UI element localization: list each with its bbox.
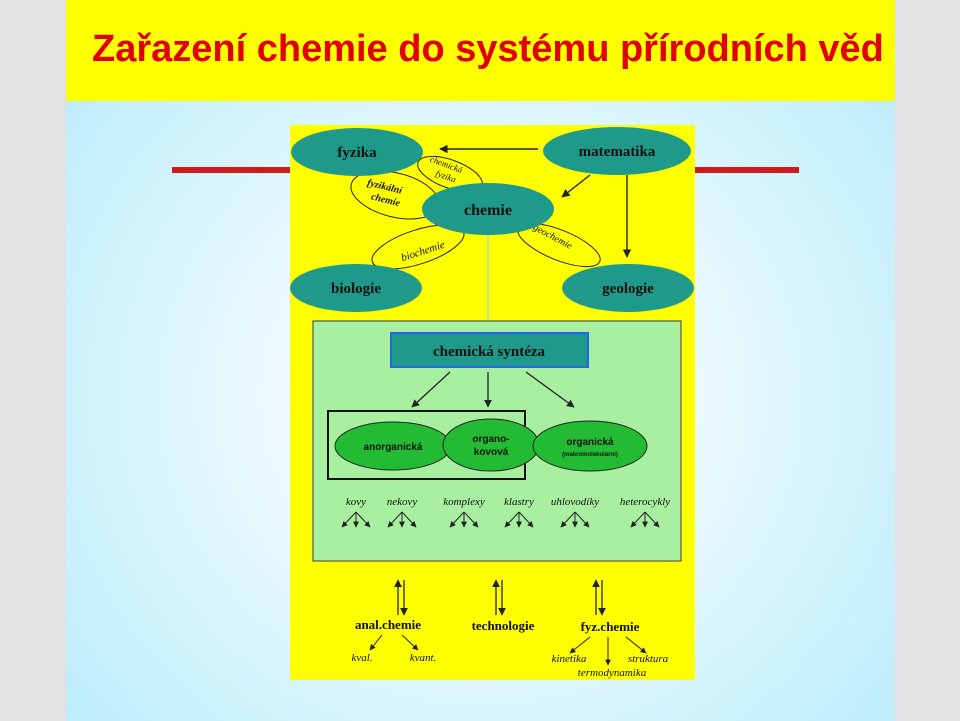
node-matematika: matematika bbox=[543, 127, 691, 175]
node-biologie: biologie bbox=[290, 264, 422, 312]
subcategory-uhlovodiky: uhlovodíky bbox=[551, 496, 599, 508]
node-chemie: chemie bbox=[422, 183, 554, 235]
arrow-to-struktura bbox=[625, 636, 647, 654]
accent-line-left bbox=[172, 167, 292, 173]
label-struktura: struktura bbox=[628, 653, 669, 665]
fan-arrow-heterocykly-2 bbox=[644, 511, 660, 528]
fan-arrow-kovy-0 bbox=[341, 511, 357, 528]
fan-arrow-nekovy-0 bbox=[387, 511, 403, 528]
svg-text:fyzika: fyzika bbox=[337, 145, 377, 161]
arrow-to-kvant bbox=[401, 634, 419, 651]
label-fyz-chemie: fyz.chemie bbox=[581, 619, 640, 634]
fan-arrow-uhlovodiky-2 bbox=[574, 511, 590, 528]
arrow-synteza-to-anorganicka bbox=[411, 371, 451, 408]
label-anal-chemie: anal.chemie bbox=[355, 617, 421, 632]
arrow-to-kval bbox=[369, 634, 383, 651]
label-kvant: kvant. bbox=[410, 652, 437, 664]
slide-title: Zařazení chemie do systému přírodních vě… bbox=[92, 28, 884, 70]
fan-arrow-uhlovodiky-0 bbox=[560, 511, 576, 528]
svg-text:chemie: chemie bbox=[464, 202, 512, 219]
fan-arrow-heterocykly-0 bbox=[630, 511, 646, 528]
subcategory-komplexy: komplexy bbox=[443, 496, 485, 508]
label-technologie: technologie bbox=[472, 618, 535, 633]
node-fyzika: fyzika bbox=[291, 128, 423, 176]
label-termodynamika: termodynamika bbox=[578, 667, 647, 679]
node-chemicka-synteza: chemická syntéza bbox=[390, 332, 589, 368]
svg-text:chemická syntéza: chemická syntéza bbox=[433, 344, 546, 360]
svg-text:organická: organická bbox=[566, 437, 614, 448]
svg-text:(makromolekulární): (makromolekulární) bbox=[562, 452, 618, 458]
arrow-matematika-to-chemie bbox=[561, 174, 591, 198]
arrow-synteza-to-organicka bbox=[525, 371, 575, 408]
svg-text:matematika: matematika bbox=[579, 144, 656, 160]
subcategory-klastry: klastry bbox=[504, 496, 534, 508]
node-anorganicka: anorganická bbox=[334, 421, 452, 471]
fan-arrow-klastry-2 bbox=[518, 511, 534, 528]
fan-arrow-komplexy-0 bbox=[449, 511, 465, 528]
science-classification-diagram: chemická fyzika fyzikální chemie biochem… bbox=[290, 125, 695, 680]
subcategory-arrows bbox=[341, 511, 660, 528]
node-organicka: organická (makromolekulární) bbox=[532, 420, 648, 472]
fan-arrow-kovy-2 bbox=[355, 511, 371, 528]
node-geologie: geologie bbox=[562, 264, 694, 312]
node-organokovova: organo- kovová bbox=[442, 418, 540, 472]
label-kval: kval. bbox=[351, 652, 372, 664]
svg-text:organo-: organo- bbox=[472, 434, 509, 445]
subcategory-heterocykly: heterocykly bbox=[620, 496, 670, 508]
arrow-to-kinetika bbox=[569, 636, 591, 654]
fan-arrow-nekovy-2 bbox=[401, 511, 417, 528]
svg-text:kovová: kovová bbox=[474, 447, 509, 458]
fan-arrow-klastry-0 bbox=[504, 511, 520, 528]
subcategory-nekovy: nekovy bbox=[387, 496, 418, 508]
title-bar: Zařazení chemie do systému přírodních vě… bbox=[66, 0, 895, 101]
fan-arrow-komplexy-2 bbox=[463, 511, 479, 528]
accent-line-right bbox=[694, 167, 799, 173]
label-kinetika: kinetika bbox=[552, 653, 587, 665]
svg-text:anorganická: anorganická bbox=[364, 442, 423, 453]
svg-text:biologie: biologie bbox=[331, 281, 381, 297]
subcategory-kovy: kovy bbox=[346, 496, 366, 508]
link-label-biochemie: biochemie bbox=[400, 239, 447, 264]
svg-text:geologie: geologie bbox=[602, 281, 654, 297]
subcategory-labels: kovy nekovy komplexy klastry uhlovodíky heter… bbox=[346, 496, 670, 508]
